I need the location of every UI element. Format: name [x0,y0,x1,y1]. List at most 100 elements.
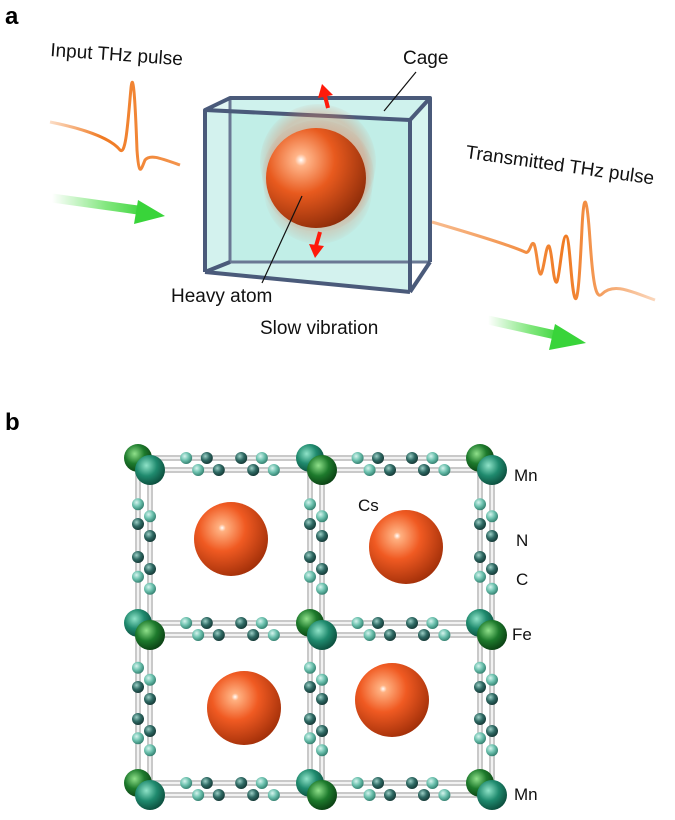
n-atom [267,789,280,801]
fe-atom [307,455,337,485]
c-atom [144,563,156,575]
input-thz-pulse [49,80,181,171]
n-atom [486,582,498,595]
label-heavy-atom: Heavy atom [171,286,272,307]
n-atom [351,777,364,789]
label-slow-vibration: Slow vibration [260,318,378,339]
c-atom [235,777,248,789]
c-atom [372,777,384,789]
c-atom [200,617,213,629]
c-atom [304,551,316,563]
n-atom [144,510,156,523]
c-atom [235,617,248,629]
n-atom [486,673,498,686]
n-atom [438,464,451,476]
n-atom [316,673,328,686]
n-atom [144,673,156,686]
cs-atom [194,502,268,576]
panel-a-label: a [5,3,19,30]
cs-atom [355,663,429,737]
c-atom [474,551,486,563]
mn-atom [477,780,507,810]
n-atom [438,629,451,641]
n-atom [474,570,486,583]
n-atom [132,732,144,745]
fe-atom [135,620,165,650]
cs-atom [207,671,281,745]
c-atom [384,464,396,476]
c-atom [247,789,260,801]
n-atom [255,617,268,629]
c-atom [144,725,156,737]
n-atom [316,744,328,757]
n-atom [426,452,439,464]
n-atom [316,582,328,595]
label-cage: Cage [403,48,448,69]
c-atom [486,725,498,737]
c-atom [304,713,316,725]
n-atom [255,777,268,789]
c-atom [200,777,213,789]
n-atom [474,661,486,674]
n-atom [351,617,364,629]
c-atom [406,777,418,789]
n-atom [144,744,156,757]
mn-atom [135,455,165,485]
c-atom [474,681,486,693]
fe-atom [307,780,337,810]
c-atom [212,629,225,641]
vibration-arrow-down [309,231,324,258]
c-atom [406,617,418,629]
n-atom [316,510,328,523]
label-mn-top: Mn [514,466,538,485]
c-atom [372,452,384,464]
input-direction-arrow [51,193,165,224]
c-atom [316,563,328,575]
mn-atom [135,780,165,810]
fe-atom [477,620,507,650]
label-n: N [516,531,528,550]
output-direction-arrow [487,315,586,350]
c-atom [212,789,225,801]
c-atom [132,551,144,563]
label-fe: Fe [512,625,532,644]
cs-atom [369,510,443,584]
n-atom [192,789,205,801]
heavy-atom [260,104,376,244]
c-atom [304,681,316,693]
n-atom [132,570,144,583]
label-c: C [516,570,528,589]
c-atom [200,452,213,464]
transmitted-thz-pulse [431,200,656,302]
n-atom [267,629,280,641]
c-atom [316,725,328,737]
n-atom [351,452,364,464]
c-atom [418,464,430,476]
c-atom [304,518,316,530]
lattice-corner-atoms [124,444,507,810]
c-atom [384,789,396,801]
c-atom [247,464,260,476]
c-atom [316,530,328,542]
n-atom [474,498,486,511]
mn-atom [307,620,337,650]
c-atom [132,518,144,530]
n-atom [363,464,376,476]
n-atom [426,777,439,789]
c-atom [235,452,248,464]
label-transmitted-thz-pulse: Transmitted THz pulse [464,142,655,189]
c-atom [132,713,144,725]
label-input-thz-pulse: Input THz pulse [50,40,184,70]
heavy-atom-leader-line [261,195,303,284]
c-atom [247,629,260,641]
mn-atom [477,455,507,485]
c-atom [474,713,486,725]
n-atom [144,582,156,595]
c-atom [132,681,144,693]
n-atom [474,732,486,745]
c-atom [486,563,498,575]
c-atom [486,693,498,705]
n-atom [486,510,498,523]
c-atom [486,530,498,542]
